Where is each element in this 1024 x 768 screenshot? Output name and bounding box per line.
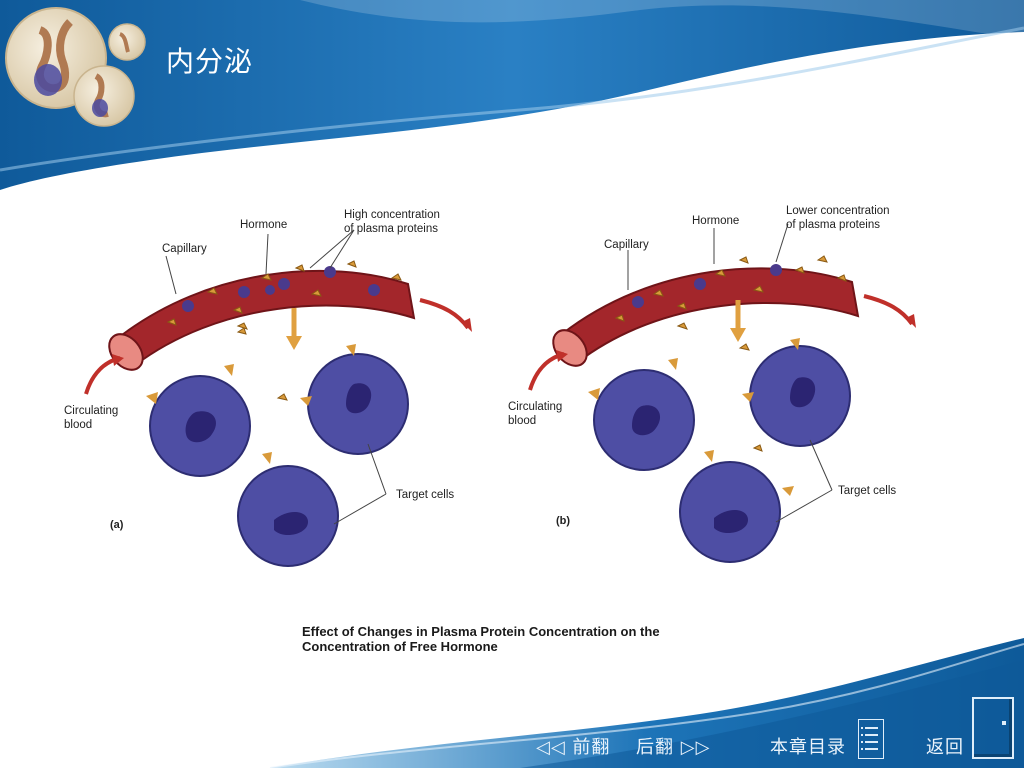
target-cell-1 (588, 358, 695, 471)
figure-caption: Effect of Changes in Plasma Protein Conc… (302, 624, 722, 654)
label-panel-tag: (b) (556, 515, 570, 527)
door-icon[interactable] (972, 697, 1014, 759)
label-hormone: Hormone (692, 215, 739, 227)
label-target-cells: Target cells (396, 489, 454, 501)
hormone-molecules (166, 260, 402, 401)
target-cell-3 (237, 452, 339, 567)
label-protein-line2: of plasma proteins (344, 223, 438, 235)
label-protein-line1: High concentration (344, 209, 440, 221)
target-cell-2 (742, 338, 851, 447)
chapter-toc-button[interactable]: 本章目录 (770, 737, 846, 758)
label-blood-line2: blood (508, 415, 536, 427)
caption-line-2: Concentration of Free Hormone (302, 639, 498, 654)
caption-line-1: Effect of Changes in Plasma Protein Conc… (302, 624, 660, 639)
toc-list-icon[interactable] (858, 719, 884, 759)
label-blood-line1: Circulating (508, 401, 562, 413)
hormone-molecules (614, 255, 847, 452)
prev-page-button[interactable]: ◁◁ 前翻 (536, 737, 611, 758)
plasma-proteins (182, 266, 380, 312)
label-blood-line2: blood (64, 419, 92, 431)
target-cell-3 (679, 450, 794, 563)
target-cell-1 (146, 364, 251, 477)
return-button[interactable]: 返回 (926, 737, 964, 758)
page-title: 内分泌 (166, 45, 254, 78)
label-capillary: Capillary (604, 239, 649, 251)
panel-a-diagram: Hormone High concentration of plasma pro… (64, 209, 472, 567)
target-cell-2 (300, 344, 409, 455)
logo-illustration (5, 7, 146, 127)
capillary-vessel (116, 269, 416, 368)
label-hormone: Hormone (240, 219, 287, 231)
next-page-button[interactable]: 后翻 ▷▷ (636, 737, 711, 758)
label-panel-tag: (a) (110, 519, 124, 531)
label-capillary: Capillary (162, 243, 207, 255)
label-protein-line1: Lower concentration (786, 205, 890, 217)
capillary-vessel (560, 267, 860, 364)
panel-b-diagram: Hormone Lower concentration of plasma pr… (508, 205, 916, 563)
label-target-cells: Target cells (838, 485, 896, 497)
plasma-proteins (632, 264, 782, 308)
label-protein-line2: of plasma proteins (786, 219, 880, 231)
label-blood-line1: Circulating (64, 405, 118, 417)
